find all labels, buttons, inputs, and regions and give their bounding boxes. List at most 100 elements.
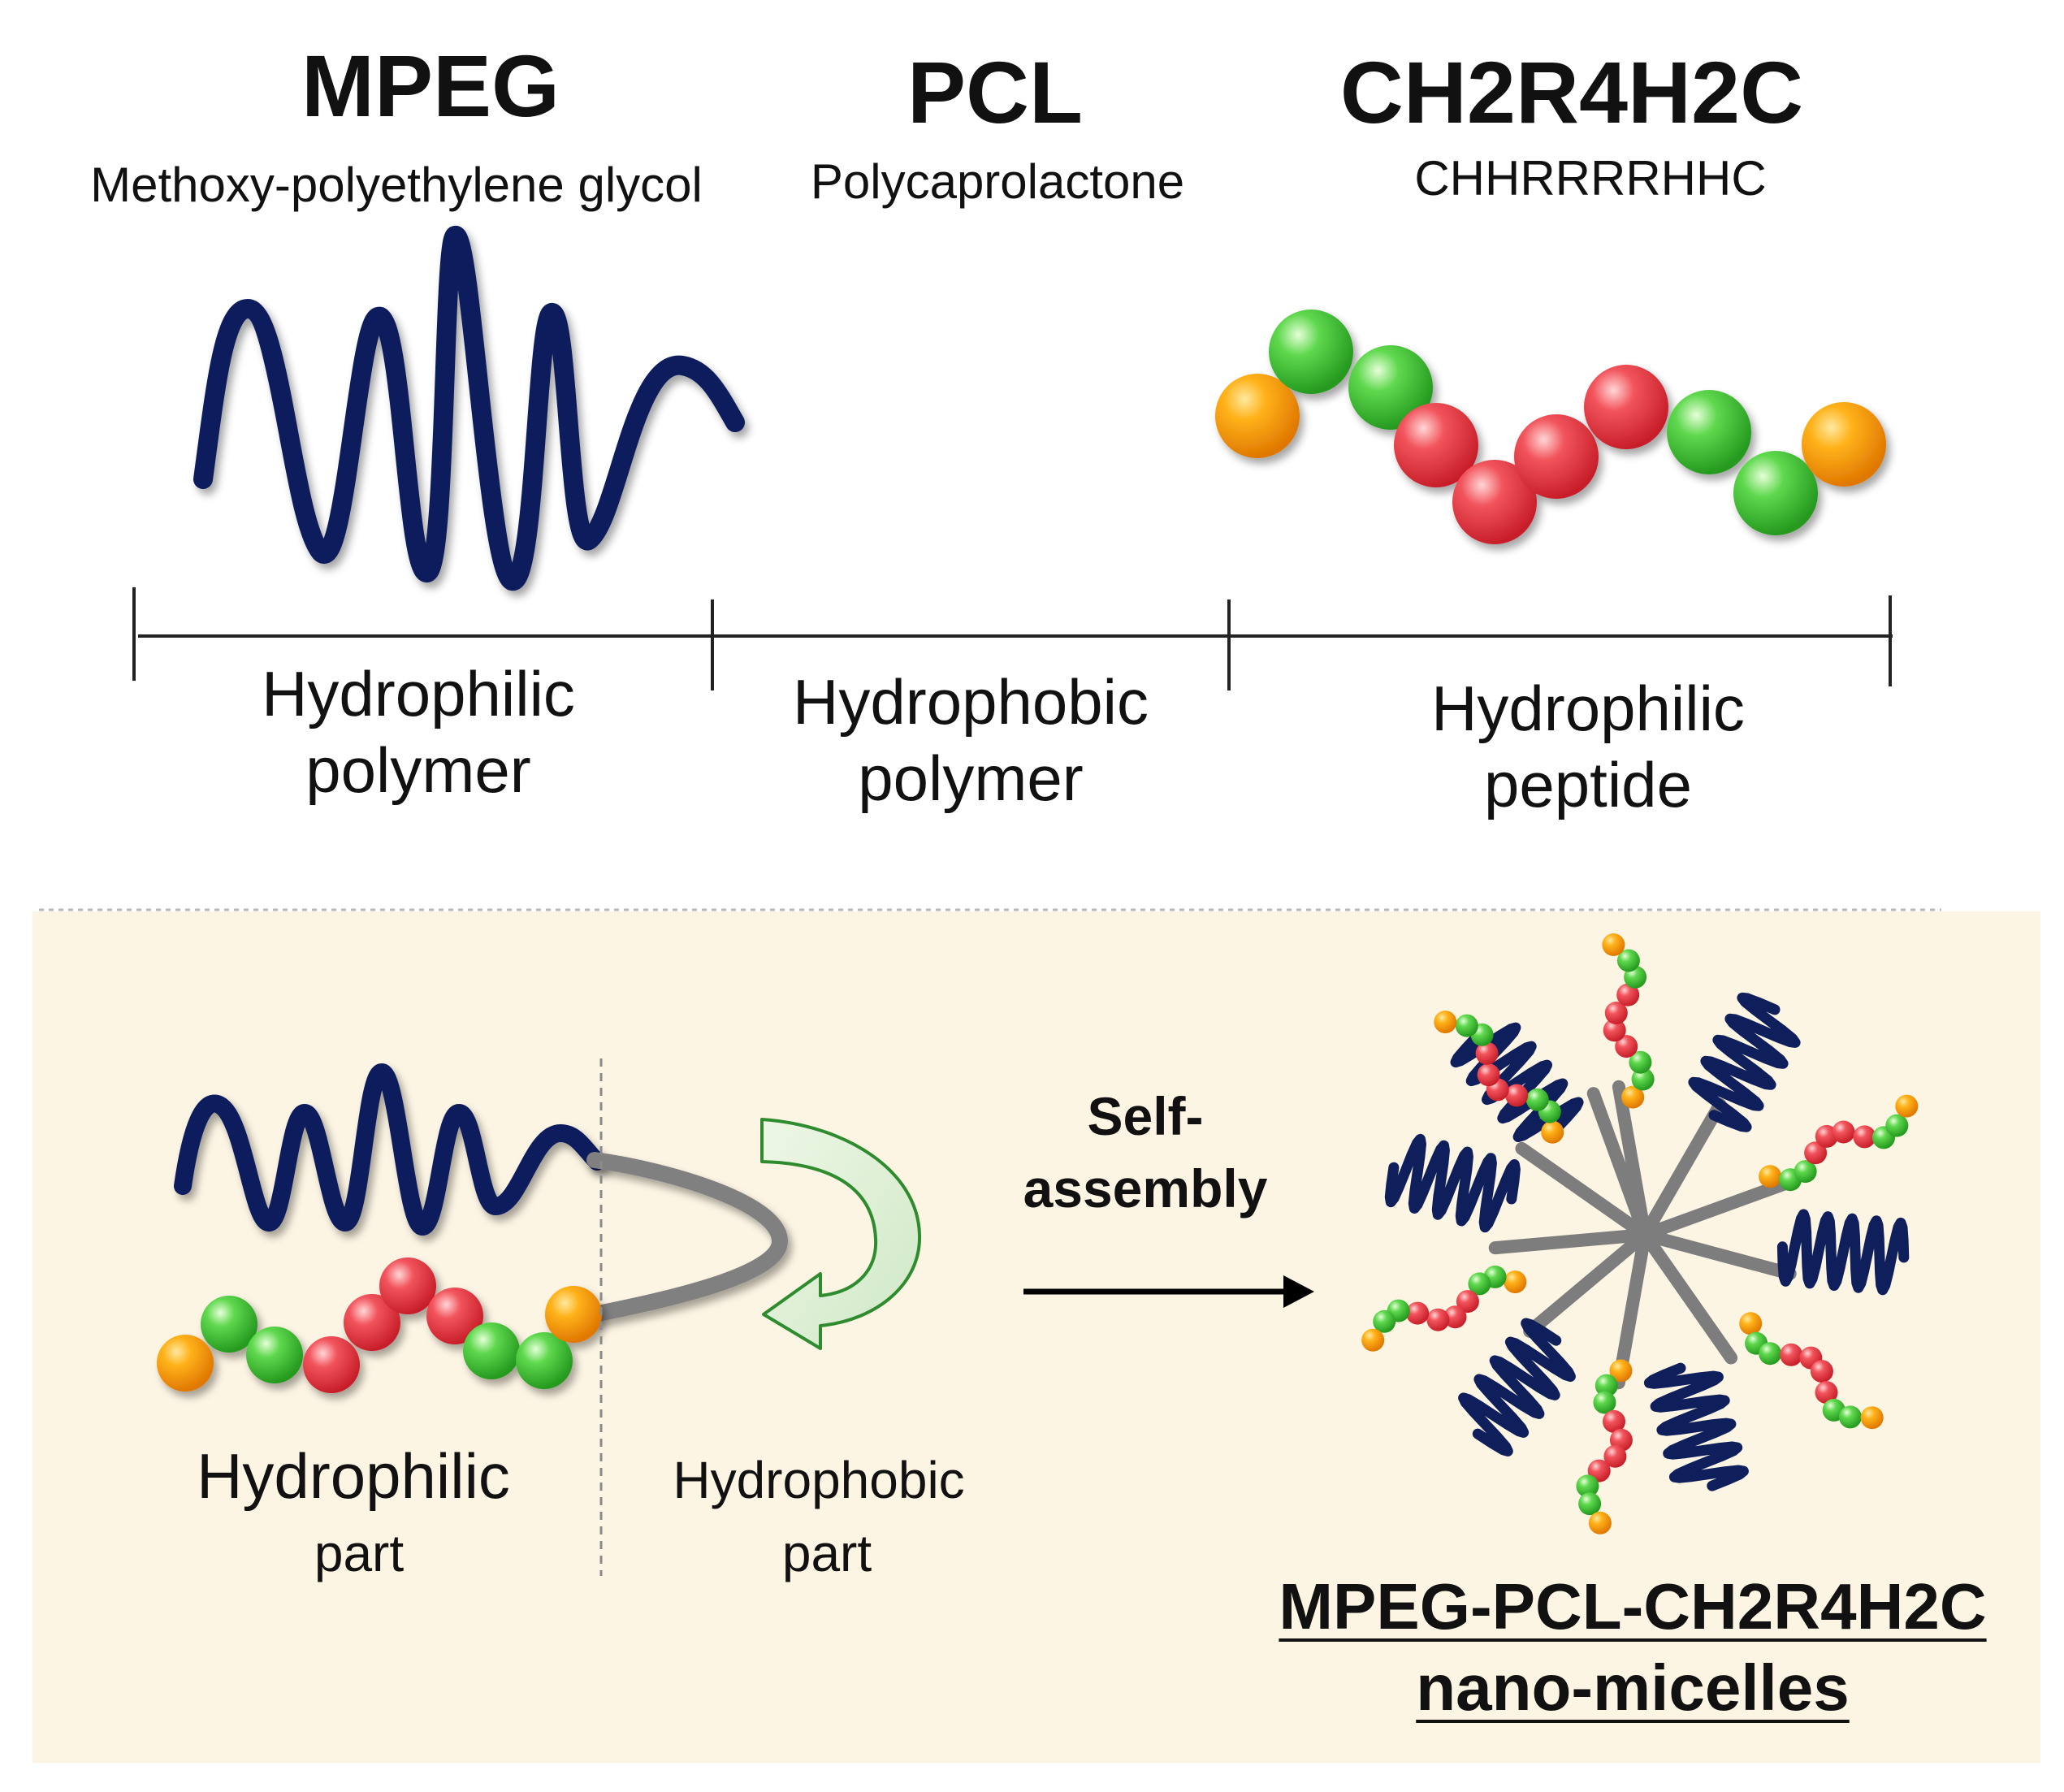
- his-bead: [1348, 345, 1433, 430]
- arg-bead: [1426, 1308, 1450, 1331]
- his-bead: [1616, 949, 1640, 972]
- arg-bead: [1615, 1035, 1638, 1058]
- his-bead: [1455, 1014, 1478, 1037]
- his-bead: [1733, 451, 1818, 535]
- micelle-pcl-spoke: [1488, 1228, 1651, 1255]
- micelle-pcl-spoke: [1638, 1176, 1793, 1241]
- micelle-pcl-spoke: [1612, 1228, 1651, 1390]
- micelle-name: MPEG-PCL-CH2R4H2C nano-micelles: [1279, 1566, 1986, 1729]
- cys-bead: [1434, 1011, 1457, 1034]
- his-bead: [1595, 1374, 1618, 1397]
- peptide-chain-top: [1215, 309, 1886, 544]
- mpeg-coil: [193, 225, 745, 591]
- arg-bead: [1616, 983, 1640, 1006]
- segment-label-line1: Hydrophilic: [1431, 673, 1745, 744]
- arg-bead: [1452, 460, 1537, 544]
- segment-label-line2: polymer: [858, 742, 1084, 814]
- micelle-pcl-spoke: [1523, 1228, 1651, 1338]
- mpeg-coil-small: [174, 1063, 606, 1236]
- cys-bead: [1609, 1359, 1633, 1383]
- his-bead: [1631, 1067, 1655, 1091]
- cys-bead: [1361, 1328, 1385, 1352]
- micelle-pcl-spoke: [1638, 1228, 1738, 1365]
- hydrophobic-part-label: Hydrophobic: [673, 1451, 965, 1509]
- pcl-subtitle: Polycaprolactone: [810, 154, 1185, 209]
- cys-bead: [545, 1286, 602, 1343]
- his-bead: [1576, 1474, 1599, 1498]
- his-bead: [1667, 390, 1751, 474]
- his-bead: [201, 1296, 257, 1353]
- peptide-chain-bottom: [157, 1257, 602, 1393]
- arg-bead: [1394, 403, 1478, 487]
- micelle-pcl-spoke: [1586, 1087, 1651, 1241]
- micelle-peg-coil: [1458, 1318, 1576, 1457]
- arg-bead: [344, 1294, 400, 1351]
- segment-label-line1: Hydrophobic: [793, 666, 1149, 738]
- his-bead: [1578, 1492, 1602, 1516]
- micelle-name-line1: MPEG-PCL-CH2R4H2C: [1279, 1570, 1987, 1643]
- arg-bead: [1505, 1084, 1529, 1107]
- cys-bead: [1588, 1511, 1612, 1534]
- his-bead: [1629, 1050, 1652, 1074]
- segment-label-line2: peptide: [1484, 748, 1692, 820]
- micelle-pcl-spoke: [1638, 1097, 1727, 1241]
- arg-bead: [379, 1257, 436, 1314]
- micelle-pcl-spoke: [1515, 1141, 1651, 1241]
- segment-label-line2: polymer: [305, 734, 531, 806]
- cys-bead: [1504, 1270, 1527, 1294]
- cys-bead: [1621, 1085, 1645, 1109]
- cys-bead: [1895, 1094, 1919, 1118]
- arg-bead: [1832, 1120, 1855, 1144]
- his-bead: [1269, 309, 1353, 394]
- hydrophilic-part-label: Hydrophilic: [197, 1440, 510, 1512]
- segment-scale-bar: [132, 587, 1893, 690]
- peptide-title: CH2R4H2C: [1339, 43, 1804, 141]
- cys-bead: [1541, 1120, 1564, 1144]
- arg-bead: [1810, 1360, 1833, 1383]
- his-bead: [1759, 1342, 1782, 1366]
- self-assembly-label: Self- assembly: [1023, 1080, 1268, 1225]
- pcl-hairpin: [586, 1152, 789, 1322]
- cys-bead: [1215, 374, 1300, 458]
- his-bead: [246, 1327, 303, 1383]
- arg-bead: [1584, 365, 1668, 449]
- his-bead: [1593, 1391, 1616, 1414]
- cys-bead: [1860, 1406, 1884, 1430]
- micelle-peg-coil: [1643, 1362, 1749, 1491]
- his-bead: [1885, 1114, 1909, 1137]
- arg-bead: [1475, 1041, 1499, 1065]
- cys-bead: [157, 1335, 214, 1392]
- peptide-subtitle: CHHRRRRHHC: [1414, 151, 1767, 206]
- arg-bead: [1603, 1444, 1627, 1468]
- his-bead: [516, 1332, 573, 1389]
- arg-bead: [1603, 1019, 1626, 1042]
- segment-label-hydrophilic-peptide: Hydrophilic peptide: [1431, 671, 1745, 823]
- arg-bead: [426, 1288, 483, 1344]
- arg-bead: [1815, 1381, 1838, 1405]
- cys-bead: [1739, 1312, 1763, 1335]
- arg-bead: [1853, 1125, 1876, 1149]
- arg-bead: [1406, 1301, 1430, 1325]
- arg-bead: [1604, 1002, 1628, 1024]
- segment-label-hydrophobic-polymer: Hydrophobic polymer: [793, 664, 1149, 816]
- arg-bead: [1443, 1305, 1467, 1329]
- arg-bead: [1780, 1343, 1803, 1366]
- micelle-peg-coil: [1776, 1209, 1910, 1296]
- micelle-pcl-spoke: [1638, 1228, 1797, 1280]
- self-assembly-line2: assembly: [1023, 1158, 1268, 1219]
- his-bead: [1373, 1309, 1396, 1333]
- pcl-title: PCL: [907, 43, 1083, 141]
- cys-bead: [1802, 402, 1886, 487]
- his-bead: [1838, 1405, 1862, 1429]
- mpeg-subtitle: Methoxy-polyethylene glycol: [90, 158, 703, 212]
- arg-bead: [303, 1336, 360, 1393]
- segment-label-hydrophilic-polymer: Hydrophilic polymer: [262, 656, 575, 808]
- micelle-peg-coil: [1384, 1133, 1521, 1233]
- his-bead: [1794, 1160, 1817, 1184]
- his-bead: [463, 1322, 520, 1379]
- hydrophilic-part-sublabel: part: [314, 1524, 405, 1582]
- self-assembly-arrow: [1023, 1275, 1314, 1308]
- cys-bead: [1602, 933, 1625, 956]
